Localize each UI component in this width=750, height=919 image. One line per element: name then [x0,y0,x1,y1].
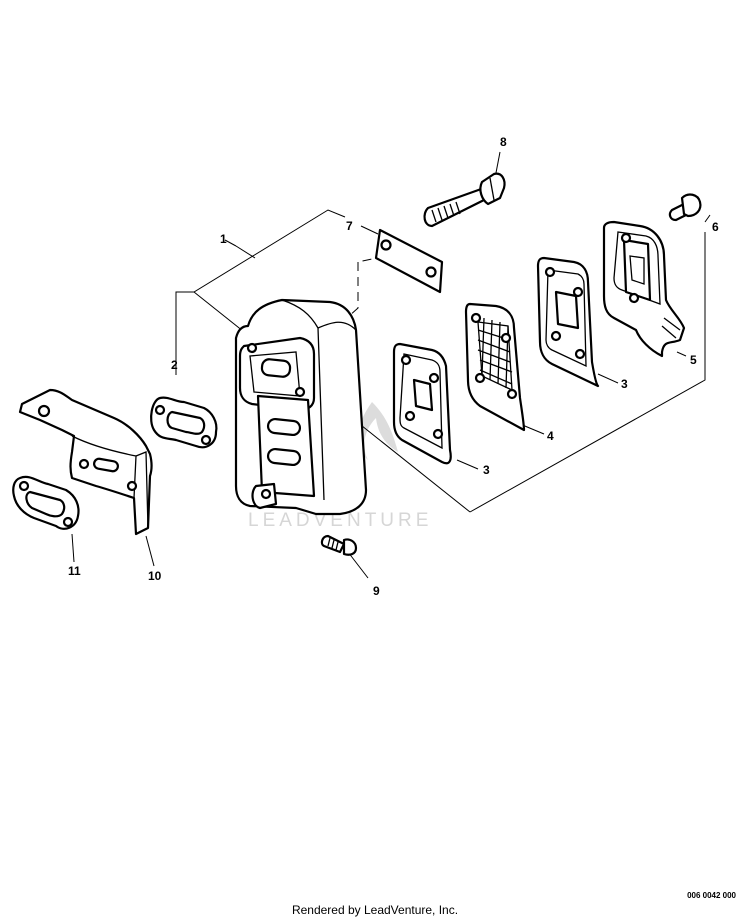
watermark-text: LEADVENTURE [248,510,432,531]
leadventure-watermark: LEADVENTURE [248,402,432,531]
callout-10: 10 [148,569,162,583]
muffler-body [234,298,368,516]
screw-9 [320,534,358,556]
retainer-plate [374,228,444,294]
footer-credit: Rendered by LeadVenture, Inc. [291,903,459,917]
callout-5: 5 [690,353,697,367]
drawing-number: 006 0042 000 [687,891,736,900]
callout-7: 7 [346,219,353,233]
bolt [423,172,506,228]
callout-11: 11 [68,564,81,578]
callout-2: 2 [171,358,178,372]
callout-8: 8 [500,135,507,149]
heat-shield-bracket [18,388,153,536]
callout-3-lower: 3 [483,463,490,477]
gasket-11 [12,475,80,530]
spark-screen [464,302,526,432]
callout-3-upper: 3 [621,377,628,391]
screw-6 [668,193,702,222]
callout-6: 6 [712,220,719,234]
gasket-3-front [392,342,452,465]
callout-numbers: 1 2 3 3 4 5 6 7 8 9 10 11 [68,135,719,598]
gasket-3-back [536,256,600,388]
muffler-cover [602,220,686,358]
callout-9: 9 [373,584,380,598]
gasket-2 [150,396,218,449]
callout-1: 1 [220,232,227,246]
callout-4: 4 [547,429,554,443]
